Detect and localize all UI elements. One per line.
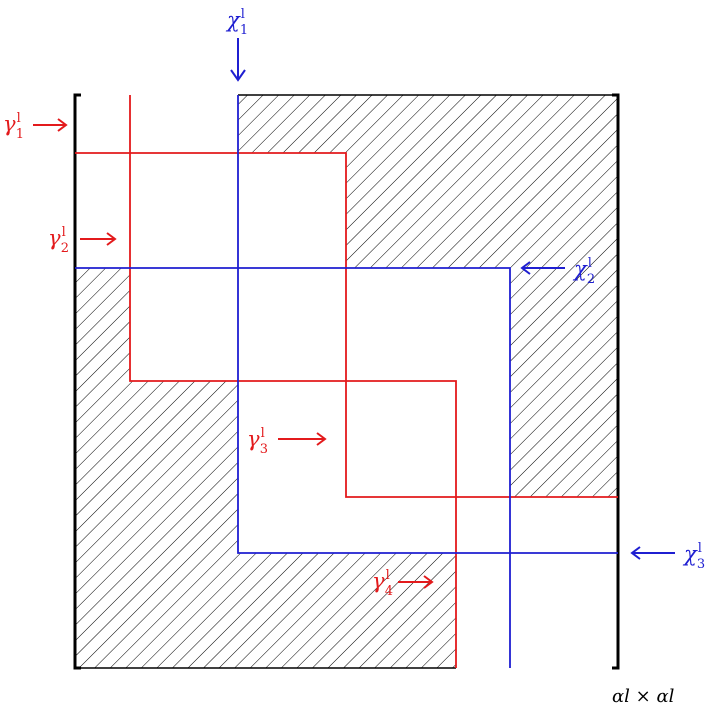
gamma2-path — [129, 95, 457, 668]
arrow-right-icon — [80, 232, 117, 246]
matrix-dimension-label: αl × αl — [612, 686, 675, 707]
hatched-region-lower-left — [75, 268, 456, 668]
hatched-region-upper-right — [238, 95, 618, 497]
chi1-path — [237, 95, 618, 554]
gamma1-path — [75, 152, 618, 498]
gamma-paths — [75, 95, 618, 668]
arrow-right-icon — [398, 575, 434, 589]
arrow-down-icon — [230, 38, 246, 82]
chi-paths — [75, 95, 618, 668]
arrow-right-icon — [33, 118, 68, 132]
arrow-left-icon — [520, 261, 565, 275]
arrow-right-icon — [278, 432, 327, 446]
chi2-path — [75, 267, 511, 668]
arrow-left-icon — [630, 546, 675, 560]
